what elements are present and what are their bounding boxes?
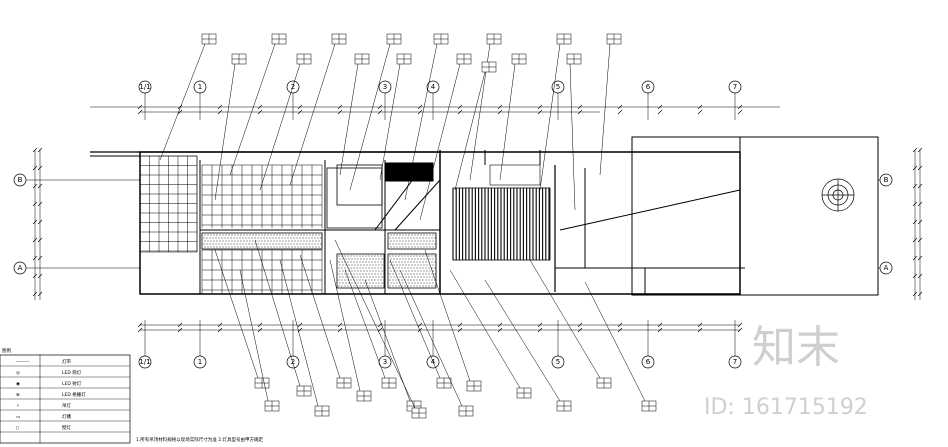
grid-rows-right: BA	[878, 173, 893, 275]
watermark-brand: 知末	[752, 322, 840, 373]
axis-top-bubble	[378, 80, 392, 94]
grid-axes-top: 1/1 1 2 3 4 5 6 7	[138, 80, 742, 120]
axis-bottom-label: 2	[291, 358, 295, 366]
row-right-bubble	[879, 173, 893, 187]
axis-bottom-label: 3	[383, 358, 387, 366]
axis-bottom-bubble	[551, 355, 565, 369]
row-left-bubble	[13, 261, 27, 275]
legend-symbol: ⊕	[16, 393, 20, 398]
axis-bottom-bubble	[193, 355, 207, 369]
axis-bottom-bubble	[641, 355, 655, 369]
legend-description: 灯槽	[62, 413, 71, 420]
axis-top-label: 3	[383, 83, 387, 91]
row-left-bubble	[13, 173, 27, 187]
axis-top-bubble	[728, 80, 742, 94]
axis-top-bubble	[426, 80, 440, 94]
axis-top-bubble	[193, 80, 207, 94]
axis-bottom-bubble	[138, 355, 152, 369]
row-right-label: A	[884, 264, 889, 272]
axis-bottom-bubble	[728, 355, 742, 369]
axis-top-label: 2	[291, 83, 295, 91]
hatched-ceiling-zones	[201, 162, 551, 289]
legend-description: 壁灯	[62, 424, 71, 431]
ceiling-tile-grid	[139, 155, 323, 294]
axis-top-bubble	[551, 80, 565, 94]
legend-symbol: ◉	[16, 382, 20, 387]
legend-description: LED 格栅灯	[62, 391, 86, 398]
legend-symbol: ▯	[16, 426, 18, 431]
legend-description: LED 筒灯	[62, 369, 82, 376]
legend-description: 吊灯	[62, 402, 71, 409]
legend-symbol: ———	[16, 360, 30, 365]
watermark-id: ID: 161715192	[704, 395, 868, 420]
row-left-label: B	[18, 176, 23, 184]
tree-symbol	[821, 178, 855, 212]
axis-top-label: 1/1	[139, 83, 150, 91]
row-right-bubble	[879, 261, 893, 275]
dimension-ticks	[32, 104, 923, 333]
axis-top-label: 6	[646, 83, 651, 91]
material-callouts	[159, 33, 657, 419]
building-outline	[90, 136, 879, 296]
legend-table: 图例 ——— 灯带 ◎ LED 筒灯 ◉ LED 射灯 ⊕ LED 格栅灯 ✧ 吊灯 ▭ 灯槽 ▯ 壁灯	[0, 347, 131, 444]
legend-symbol: ▭	[16, 415, 20, 420]
axis-top-bubble	[286, 80, 300, 94]
axis-top-bubble	[138, 80, 152, 94]
axis-top-label: 7	[733, 83, 737, 91]
legend-description: LED 射灯	[62, 380, 82, 387]
axis-top-label: 5	[556, 83, 560, 91]
axis-top-label: 4	[431, 83, 436, 91]
axis-bottom-label: 1	[198, 358, 202, 366]
legend-symbol: ✧	[16, 403, 20, 409]
legend-description: 灯带	[62, 358, 71, 365]
axis-top-label: 1	[198, 83, 202, 91]
row-right-label: B	[884, 176, 889, 184]
axis-top-bubble	[641, 80, 655, 94]
row-left-label: A	[18, 264, 23, 272]
legend-title: 图例	[2, 347, 11, 354]
drawing-note: 1.所有吊顶材料规格以现场实际尺寸为准 2.灯具型号由甲方确定	[136, 436, 264, 443]
axis-bottom-label: 6	[646, 358, 651, 366]
legend-symbol: ◎	[16, 371, 20, 376]
axis-bottom-label: 5	[556, 358, 560, 366]
axis-bottom-bubble	[286, 355, 300, 369]
axis-bottom-label: 7	[733, 358, 737, 366]
grid-rows-left: BA	[13, 173, 140, 275]
axis-bottom-label: 1/1	[139, 358, 150, 366]
watermark: 知末 ID: 161715192	[704, 322, 868, 420]
